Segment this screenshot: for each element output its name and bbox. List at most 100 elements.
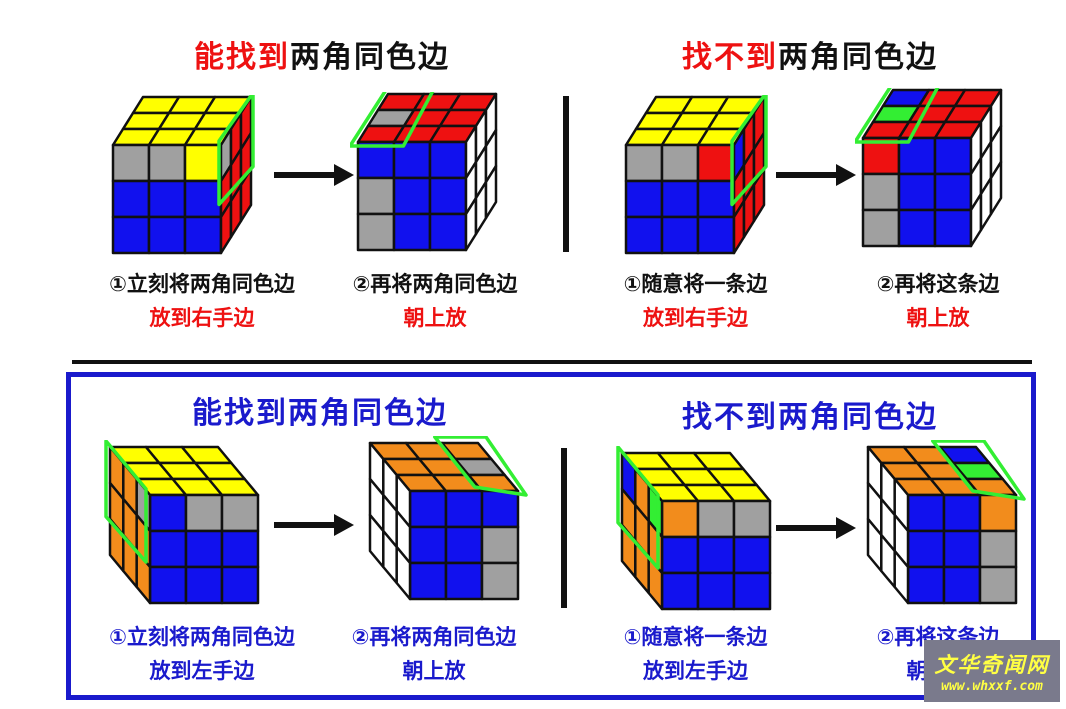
front-face-sticker	[220, 565, 260, 605]
front-face-sticker	[408, 489, 448, 529]
arrow-icon	[274, 514, 354, 536]
front-face-sticker	[942, 529, 982, 569]
front-face-sticker	[906, 529, 946, 569]
caption-line: 放到右手边	[643, 306, 748, 330]
front-face-sticker	[942, 565, 982, 605]
front-face-sticker	[184, 565, 224, 605]
caption: ①随意将一条边 放到右手边	[588, 267, 803, 335]
title-rest: 两角同色边	[778, 40, 938, 75]
front-face-sticker	[392, 212, 432, 252]
caption-line: ②再将两角同色边	[352, 272, 518, 296]
front-face-sticker	[933, 136, 973, 176]
highlight-outline	[217, 95, 255, 207]
front-face-sticker	[624, 143, 664, 183]
front-face-sticker	[897, 208, 937, 248]
bottom-left-title: 能找到两角同色边	[192, 396, 448, 431]
front-face-sticker	[861, 172, 901, 212]
front-face-sticker	[732, 535, 772, 575]
front-face-sticker	[111, 143, 151, 183]
front-face-sticker	[696, 179, 736, 219]
vertical-divider	[561, 448, 567, 608]
front-face-sticker	[660, 179, 700, 219]
front-face-sticker	[184, 493, 224, 533]
front-face-sticker	[428, 212, 468, 252]
cube-diagram	[624, 95, 768, 255]
title-highlight: 能找到	[194, 40, 290, 75]
front-face-sticker	[480, 561, 520, 601]
front-face-sticker	[148, 493, 188, 533]
watermark-url: www.whxxf.com	[941, 678, 1043, 694]
front-face-sticker	[147, 215, 187, 255]
front-face-sticker	[732, 571, 772, 611]
caption: ②再将这条边 朝上放	[848, 267, 1028, 335]
side-face-sticker	[989, 160, 1003, 216]
highlight-outline	[433, 436, 528, 497]
front-face-sticker	[624, 179, 664, 219]
bottom-right-title: 找不到两角同色边	[682, 400, 938, 435]
front-face-sticker	[897, 172, 937, 212]
front-face-sticker	[660, 535, 700, 575]
caption-line: 放到左手边	[149, 659, 255, 683]
front-face-sticker	[732, 499, 772, 539]
front-face-sticker	[696, 571, 736, 611]
front-face-sticker	[408, 561, 448, 601]
caption-line: ①随意将一条边	[623, 625, 768, 649]
arrow-icon	[776, 164, 856, 186]
front-face-sticker	[978, 565, 1018, 605]
front-face-sticker	[408, 525, 448, 565]
front-face-sticker	[696, 535, 736, 575]
front-face-sticker	[696, 499, 736, 539]
front-face-sticker	[942, 493, 982, 533]
caption: ①随意将一条边 放到左手边	[588, 620, 803, 688]
front-face-sticker	[356, 176, 396, 216]
caption-line: 放到右手边	[149, 306, 255, 330]
highlight-outline	[104, 440, 148, 564]
cube-diagram	[368, 436, 528, 601]
cube-diagram	[104, 440, 260, 605]
front-face-sticker	[148, 529, 188, 569]
front-face-sticker	[183, 215, 223, 255]
horizontal-divider	[72, 360, 1032, 364]
front-face-sticker	[660, 499, 700, 539]
front-face-sticker	[696, 143, 736, 183]
front-face-sticker	[480, 489, 520, 529]
front-face-sticker	[978, 529, 1018, 569]
caption: ①立刻将两角同色边 放到左手边	[72, 620, 332, 688]
front-face-sticker	[624, 215, 664, 255]
front-face-sticker	[183, 179, 223, 219]
highlight-outline	[931, 440, 1026, 501]
cube-diagram	[111, 95, 255, 255]
caption-line: 朝上放	[402, 659, 466, 683]
front-face-sticker	[906, 493, 946, 533]
highlight-outline	[616, 446, 660, 570]
front-face-sticker	[428, 140, 468, 180]
front-face-sticker	[111, 215, 151, 255]
cube-diagram	[855, 88, 1003, 248]
front-face-sticker	[111, 179, 151, 219]
arrow-icon	[274, 164, 354, 186]
highlight-outline	[350, 92, 435, 148]
title-rest: 两角同色边	[290, 40, 450, 75]
front-face-sticker	[392, 176, 432, 216]
cube-diagram	[866, 440, 1026, 605]
caption: ②再将两角同色边 朝上放	[318, 620, 550, 688]
front-face-sticker	[978, 493, 1018, 533]
front-face-sticker	[660, 215, 700, 255]
highlight-outline	[730, 95, 768, 207]
front-face-sticker	[147, 179, 187, 219]
front-face-sticker	[444, 489, 484, 529]
front-face-sticker	[184, 529, 224, 569]
front-face-sticker	[861, 208, 901, 248]
cube-diagram	[350, 92, 498, 252]
side-face-sticker	[395, 545, 412, 601]
front-face-sticker	[220, 493, 260, 533]
top-right-title: 找不到两角同色边	[682, 32, 938, 76]
front-face-sticker	[356, 212, 396, 252]
front-face-sticker	[933, 208, 973, 248]
vertical-divider	[563, 96, 569, 252]
caption: ②再将两角同色边 朝上放	[320, 267, 550, 335]
caption-line: ①立刻将两角同色边	[109, 625, 295, 649]
watermark: 文华奇闻网 www.whxxf.com	[924, 640, 1060, 702]
front-face-sticker	[480, 525, 520, 565]
highlight-outline	[855, 88, 940, 144]
